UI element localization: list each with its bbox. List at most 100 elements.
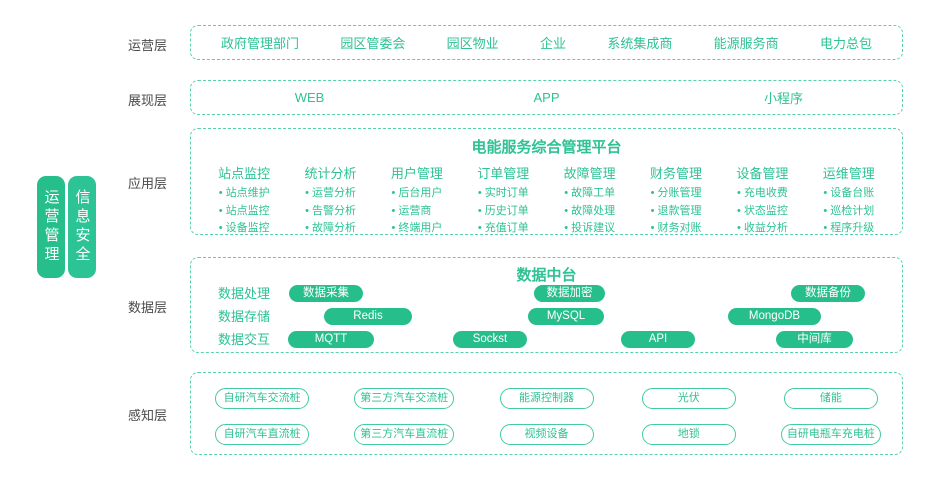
app-item: •实时订单: [477, 187, 529, 199]
data-pill-encryption: 数据加密: [534, 285, 605, 302]
data-pill-mongodb: MongoDB: [728, 308, 821, 325]
bullet-dot: •: [391, 222, 396, 234]
application-layer-box: 电能服务综合管理平台 站点监控 •站点维护 •站点监控 •设备监控 统计分析 •…: [190, 128, 903, 235]
layer-label-operation: 运营层: [128, 38, 168, 53]
bullet-dot: •: [650, 222, 655, 234]
bullet-dot: •: [737, 222, 741, 234]
app-column-fault-management: 故障管理 •故障工单 •故障处理 •投诉建议: [547, 163, 633, 238]
presentation-item-app: APP: [533, 90, 560, 105]
bullet-dot: •: [650, 204, 655, 217]
device-pill-video-equipment: 视频设备: [499, 424, 594, 445]
bullet-dot: •: [477, 222, 482, 234]
data-pill-middleware-db: 中间库: [776, 331, 853, 348]
operation-item: 园区管委会: [340, 36, 406, 51]
side-banner-operations-management: 运营管理: [37, 176, 65, 278]
app-item: •程序升级: [823, 222, 875, 234]
data-pill-mysql: MySQL: [528, 308, 604, 325]
app-column-user-management: 用户管理 •后台用户 •运营商 •终端用户: [374, 163, 460, 238]
data-pill-redis: Redis: [324, 308, 412, 325]
app-column-device-management: 设备管理 •充电收费 •状态监控 •收益分析: [719, 163, 805, 238]
data-row-interaction: 数据交互 MQTT Sockst API 中间库: [191, 331, 902, 348]
app-column-site-monitoring: 站点监控 •站点维护 •站点监控 •设备监控: [201, 163, 287, 238]
operation-item: 园区物业: [446, 36, 499, 51]
device-pill-ground-lock: 地锁: [641, 424, 736, 445]
bullet-dot: •: [391, 204, 396, 217]
data-layer-box: 数据中台 数据处理 数据采集 数据加密 数据备份 数据存储 Redis MySQ…: [190, 257, 903, 353]
bullet-dot: •: [305, 204, 309, 217]
app-item: •运营分析: [305, 187, 356, 199]
bullet-dot: •: [391, 187, 396, 199]
device-pill-ac-pile: 自研汽车交流桩: [215, 388, 310, 409]
application-platform-title: 电能服务综合管理平台: [471, 139, 622, 156]
operation-item: 系统集成商: [607, 36, 673, 51]
operation-layer-box: 政府管理部门 园区管委会 园区物业 企业 系统集成商 能源服务商 电力总包: [190, 25, 903, 60]
app-item: •设备台账: [823, 187, 875, 199]
device-pill-photovoltaic: 光伏: [641, 388, 736, 409]
bullet-dot: •: [823, 187, 828, 199]
bullet-dot: •: [218, 222, 223, 234]
app-item: •告警分析: [305, 204, 356, 217]
app-item: •后台用户: [391, 187, 443, 199]
app-item: •终端用户: [391, 222, 443, 234]
app-item: •故障工单: [564, 187, 616, 199]
layer-label-perception: 感知层: [128, 408, 168, 423]
app-item: •退款管理: [650, 204, 702, 217]
bullet-dot: •: [823, 204, 828, 217]
app-item: •财务对账: [650, 222, 702, 234]
layer-label-presentation: 展现层: [128, 93, 168, 108]
bullet-dot: •: [650, 187, 655, 199]
data-pill-backup: 数据备份: [791, 285, 865, 302]
app-item: •故障分析: [305, 222, 356, 234]
app-item: •充电收费: [737, 187, 788, 199]
data-pill-collection: 数据采集: [289, 285, 363, 302]
presentation-item-miniprogram: 小程序: [763, 91, 803, 106]
device-pill-ebike-charger: 自研电瓶车充电桩: [780, 424, 881, 445]
app-item: •状态监控: [737, 204, 788, 217]
data-pill-api: API: [621, 331, 695, 348]
side-banner-information-security: 信息安全: [68, 176, 96, 278]
app-item: •分账管理: [650, 187, 702, 199]
bullet-dot: •: [564, 204, 569, 217]
presentation-item-web: WEB: [294, 90, 325, 105]
app-column-order-management: 订单管理 •实时订单 •历史订单 •充值订单: [460, 163, 546, 238]
device-row-2: 自研汽车直流桩 第三方汽车直流桩 视频设备 地锁 自研电瓶车充电桩: [191, 424, 902, 445]
app-column-ops-management: 运维管理 •设备台账 •巡检计划 •程序升级: [806, 163, 892, 238]
app-item: •运营商: [391, 204, 432, 217]
bullet-dot: •: [218, 187, 223, 199]
data-row-processing: 数据处理 数据采集 数据加密 数据备份: [191, 285, 902, 302]
bullet-dot: •: [477, 204, 482, 217]
bullet-dot: •: [218, 204, 223, 217]
bullet-dot: •: [564, 222, 569, 234]
data-pill-mqtt: MQTT: [288, 331, 374, 348]
device-pill-dc-pile: 自研汽车直流桩: [215, 424, 310, 445]
perception-layer-box: 自研汽车交流桩 第三方汽车交流桩 能源控制器 光伏 储能 自研汽车直流桩 第三方…: [190, 372, 903, 455]
bullet-dot: •: [737, 204, 741, 217]
data-row-storage: 数据存储 Redis MySQL MongoDB: [191, 308, 902, 325]
bullet-dot: •: [737, 187, 741, 199]
app-item: •站点维护: [218, 187, 270, 199]
application-columns: 站点监控 •站点维护 •站点监控 •设备监控 统计分析 •运营分析 •告警分析 …: [191, 163, 902, 238]
device-row-1: 自研汽车交流桩 第三方汽车交流桩 能源控制器 光伏 储能: [191, 388, 902, 409]
layer-label-data: 数据层: [128, 300, 168, 315]
data-platform-title: 数据中台: [516, 267, 577, 284]
operation-item: 能源服务商: [713, 36, 779, 51]
app-item: •收益分析: [737, 222, 788, 234]
app-item: •历史订单: [477, 204, 529, 217]
app-column-statistics: 统计分析 •运营分析 •告警分析 •故障分析: [287, 163, 373, 238]
device-pill-energy-controller: 能源控制器: [499, 388, 594, 409]
app-item: •故障处理: [564, 204, 616, 217]
app-item: •设备监控: [218, 222, 270, 234]
presentation-layer-box: WEB APP 小程序: [190, 80, 903, 115]
bullet-dot: •: [305, 187, 309, 199]
device-pill-thirdparty-dc-pile: 第三方汽车直流桩: [354, 424, 455, 445]
bullet-dot: •: [823, 222, 828, 234]
bullet-dot: •: [564, 187, 569, 199]
operation-item: 政府管理部门: [221, 36, 300, 51]
device-pill-energy-storage: 储能: [783, 388, 878, 409]
app-item: •站点监控: [218, 204, 270, 217]
data-pill-sockst: Sockst: [453, 331, 527, 348]
app-item: •投诉建议: [564, 222, 616, 234]
operation-item: 电力总包: [819, 36, 872, 51]
layer-label-application: 应用层: [128, 176, 168, 191]
